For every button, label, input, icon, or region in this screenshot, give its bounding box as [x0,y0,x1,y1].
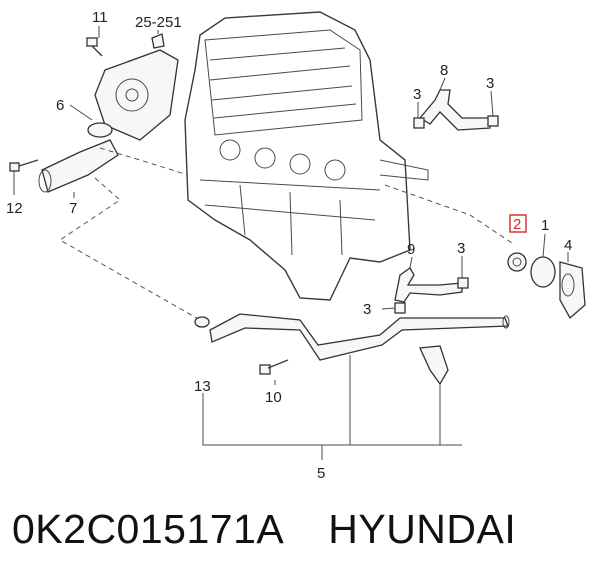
part-number: 0K2C015171A [12,506,285,552]
label-10: 10 [265,389,282,406]
label-3a: 3 [413,86,421,103]
hose-9 [394,267,463,303]
gasket-6 [87,122,113,138]
label-13: 13 [194,378,211,395]
bolt-12 [9,159,39,172]
label-1: 1 [541,217,549,234]
label-6: 6 [56,97,64,114]
inlet-pipe-7 [38,139,119,193]
label-5: 5 [317,465,325,482]
engine-cooling-diagram: 11 25-251 6 12 7 8 3 3 2 1 4 9 3 3 13 10… [6,9,586,482]
highlight-box-2 [509,214,527,233]
label-3b: 3 [486,75,494,92]
thermostat-2 [507,252,527,272]
caption: 0K2C015171A HYUNDAI [12,506,516,553]
engine-block [184,11,429,301]
brand-name: HYUNDAI [328,506,517,552]
hose-8 [419,89,491,131]
label-3c: 3 [457,240,465,257]
label-3d: 3 [363,301,371,318]
o-ring-13 [194,316,210,328]
gasket-1 [530,256,556,288]
clamp-3a [413,117,425,129]
bolt-11 [86,37,103,57]
clamp-3c [457,277,469,289]
label-9: 9 [407,241,415,258]
label-8: 8 [440,62,448,79]
label-7: 7 [69,200,77,217]
bolt-10 [259,359,289,375]
label-25-251: 25-251 [135,14,182,31]
label-4: 4 [564,237,572,254]
label-2: 2 [513,216,521,233]
label-12: 12 [6,200,23,217]
label-11: 11 [92,9,108,26]
sensor-25-251 [151,33,165,49]
clamp-3d [394,302,406,314]
thermostat-housing-4 [559,261,586,320]
clamp-3b [487,115,499,127]
water-pump-housing [94,49,179,141]
water-pipe-5 [209,313,510,386]
